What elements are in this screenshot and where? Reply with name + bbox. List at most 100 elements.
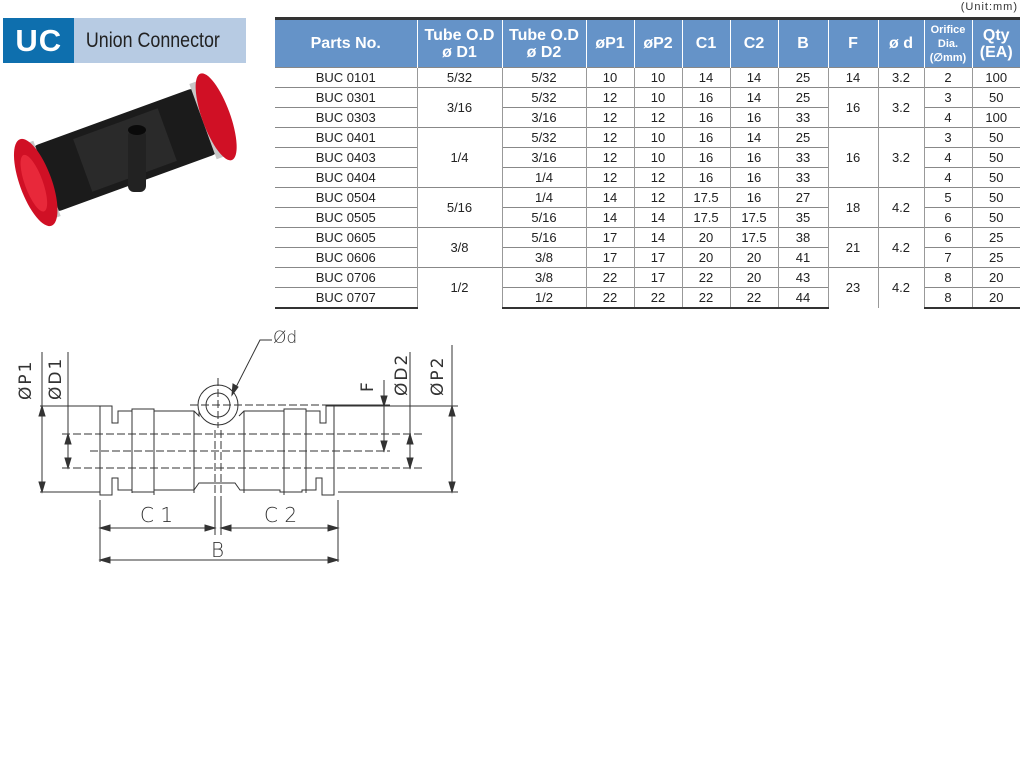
table-cell: 7 — [923, 247, 972, 268]
table-cell: 17.5 — [681, 187, 730, 208]
table-cell: 16 — [729, 147, 778, 168]
table-cell: 6 — [923, 227, 972, 248]
table-cell: 3/8 — [501, 247, 586, 268]
table-cell: 12 — [633, 167, 682, 188]
table-cell: 25 — [777, 127, 828, 148]
table-cell: 10 — [633, 67, 682, 88]
label-p2: ØP2 — [428, 355, 448, 396]
table-cell: 3/16 — [416, 87, 502, 128]
table-cell: 50 — [971, 127, 1020, 148]
table-cell: 3/8 — [416, 227, 502, 268]
table-cell: BUC 0504 — [275, 187, 417, 208]
table-cell: 20 — [971, 267, 1020, 288]
table-cell: 16 — [681, 87, 730, 108]
header-line: Parts No. — [310, 35, 381, 52]
table-cell: 12 — [585, 87, 634, 108]
header-line: øP1 — [595, 35, 625, 52]
table-cell: 10 — [585, 67, 634, 88]
header-line: ø D1 — [442, 43, 477, 61]
table-cell: 14 — [585, 207, 634, 228]
table-cell: 41 — [777, 247, 828, 268]
label-d2: ØD2 — [392, 352, 412, 396]
table-cell: 14 — [681, 67, 730, 88]
label-p1: ØP1 — [16, 359, 36, 400]
table-cell: 5 — [923, 187, 972, 208]
table-cell: BUC 0707 — [275, 287, 417, 309]
table-cell: BUC 0605 — [275, 227, 417, 248]
header-line: (∅mm) — [929, 51, 967, 64]
table-cell: BUC 0505 — [275, 207, 417, 228]
column-header: ø d — [877, 18, 924, 68]
table-cell: 25 — [777, 67, 828, 88]
table-cell: 21 — [827, 227, 878, 268]
table-cell: 44 — [777, 287, 828, 309]
table-cell: 12 — [585, 107, 634, 128]
table-cell: 3.2 — [877, 87, 924, 128]
table-cell: 20 — [971, 287, 1020, 309]
table-cell: 16 — [729, 107, 778, 128]
table-cell: BUC 0101 — [275, 67, 417, 88]
header-line: Tube O.D — [509, 26, 579, 44]
label-c2: C 2 — [264, 503, 298, 527]
table-cell: BUC 0606 — [275, 247, 417, 268]
table-cell: 20 — [681, 247, 730, 268]
table-cell: 5/16 — [501, 207, 586, 228]
table-cell: 17.5 — [729, 207, 778, 228]
table-cell: 50 — [971, 87, 1020, 108]
table-cell: 4.2 — [877, 187, 924, 228]
table-cell: 22 — [633, 287, 682, 309]
column-header: C2 — [729, 18, 778, 68]
column-header: Qty(EA) — [971, 18, 1020, 68]
table-cell: 20 — [729, 247, 778, 268]
table-cell: 33 — [777, 147, 828, 168]
column-header: F — [827, 18, 878, 68]
table-cell: 33 — [777, 107, 828, 128]
column-header: Parts No. — [275, 18, 417, 68]
table-cell: 3.2 — [877, 67, 924, 88]
table-cell: 3 — [923, 127, 972, 148]
dimension-drawing — [38, 339, 458, 564]
header-line: B — [797, 35, 809, 52]
table-cell: 8 — [923, 267, 972, 288]
label-d1: ØD1 — [46, 356, 66, 400]
table-cell: 14 — [633, 227, 682, 248]
table-cell: 16 — [827, 127, 878, 188]
table-cell: 20 — [729, 267, 778, 288]
table-cell: 16 — [827, 87, 878, 128]
table-cell: 16 — [681, 167, 730, 188]
table-cell: 22 — [585, 287, 634, 309]
table-cell: 10 — [633, 87, 682, 108]
table-cell: 25 — [971, 227, 1020, 248]
header-line: Orifice Dia. — [930, 23, 966, 50]
table-cell: 12 — [585, 147, 634, 168]
table-cell: 4.2 — [877, 267, 924, 308]
table-cell: 1/2 — [416, 267, 502, 308]
table-cell: BUC 0401 — [275, 127, 417, 148]
table-cell: 3 — [923, 87, 972, 108]
header-line: ø d — [889, 35, 913, 52]
table-cell: 14 — [729, 127, 778, 148]
table-cell: 3/16 — [501, 147, 586, 168]
table-cell: 3/16 — [501, 107, 586, 128]
table-cell: 12 — [633, 187, 682, 208]
table-cell: 17 — [585, 227, 634, 248]
column-header: øP2 — [633, 18, 682, 68]
table-cell: 16 — [681, 147, 730, 168]
product-photo — [13, 73, 237, 227]
table-cell: 1/4 — [501, 167, 586, 188]
table-cell: 14 — [729, 87, 778, 108]
table-cell: 14 — [827, 67, 878, 88]
table-cell: 23 — [827, 267, 878, 308]
table-cell: 17 — [633, 247, 682, 268]
product-title-banner: UC Union Connector — [3, 18, 246, 63]
column-header: B — [777, 18, 828, 68]
header-line: Tube O.D — [424, 26, 495, 44]
table-cell: 4 — [923, 167, 972, 188]
table-cell: 50 — [971, 167, 1020, 188]
table-cell: 100 — [971, 67, 1020, 88]
